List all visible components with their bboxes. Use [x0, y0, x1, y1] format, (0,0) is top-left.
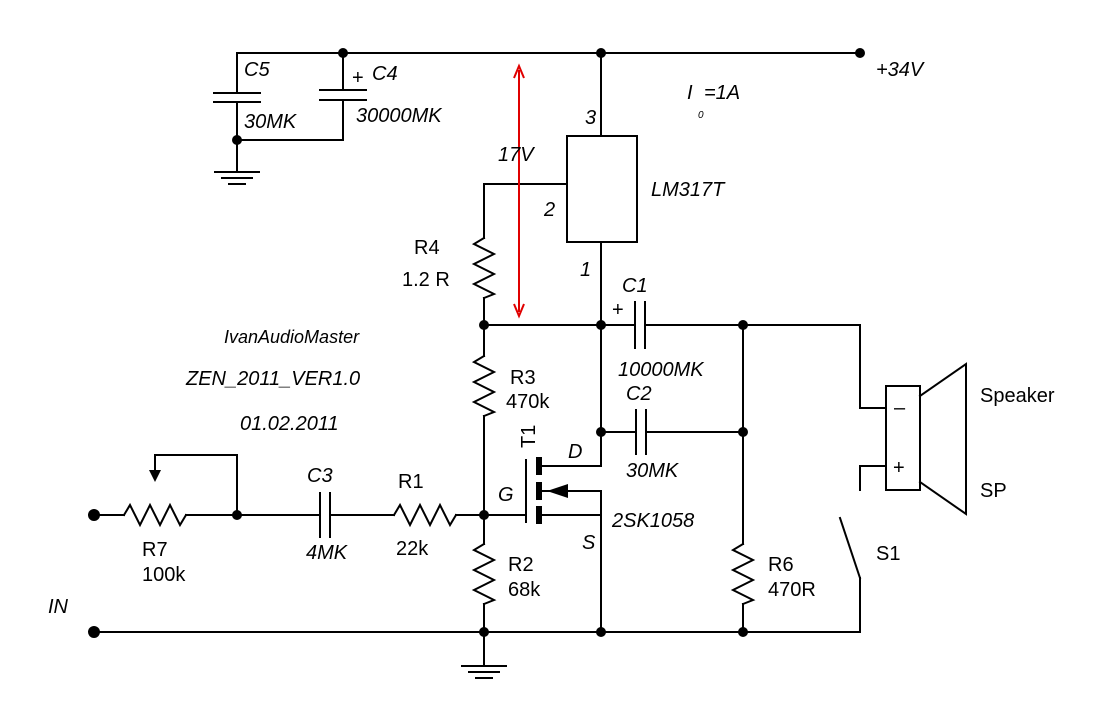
speaker-wiring — [859, 324, 887, 491]
credits-date: 01.02.2011 — [240, 413, 339, 435]
c5-value: 30MK — [244, 111, 298, 133]
r7-value: 100k — [142, 564, 186, 586]
resistor-r3 — [471, 324, 497, 516]
voltage-drop-label: 17V — [498, 144, 535, 166]
regulator-lm317t — [483, 52, 638, 326]
regulator-name: LM317T — [651, 179, 726, 201]
switch-name: S1 — [876, 543, 900, 565]
r7-name: R7 — [142, 539, 168, 561]
r6-value: 470R — [768, 579, 816, 601]
r3-name: R3 — [510, 367, 536, 389]
c3-value: 4MK — [306, 542, 349, 564]
svg-text:0: 0 — [698, 110, 704, 121]
speaker-ref: SP — [980, 480, 1007, 502]
c3-name: C3 — [307, 465, 333, 487]
credits-author: IvanAudioMaster — [224, 327, 360, 347]
potentiometer-r7 — [122, 454, 242, 528]
t1-name: T1 — [518, 425, 540, 448]
supply-rail — [236, 48, 865, 58]
output-node — [479, 320, 636, 330]
regulator-pin3: 3 — [585, 107, 596, 129]
capacitor-c2 — [600, 409, 748, 455]
t1-part: 2SK1058 — [611, 510, 694, 532]
speaker-minus: – — [894, 397, 906, 419]
credits-project: ZEN_2011_VER1.0 — [185, 368, 360, 390]
mosfet-t1 — [483, 457, 602, 633]
speaker-name: Speaker — [980, 385, 1055, 407]
r4-name: R4 — [414, 237, 440, 259]
input-terminal — [88, 509, 125, 521]
r3-value: 470k — [506, 391, 550, 413]
capacitor-c5 — [213, 52, 261, 141]
regulator-pin2: 2 — [543, 199, 555, 221]
r2-name: R2 — [508, 554, 534, 576]
t1-gate-label: G — [498, 484, 514, 506]
drain-wire — [541, 324, 606, 467]
c4-value: 30000MK — [356, 105, 443, 127]
regulator-pin1: 1 — [580, 259, 591, 281]
r2-value: 68k — [508, 579, 541, 601]
voltage-drop-arrow — [513, 63, 525, 319]
r4-value: 1.2 R — [402, 269, 450, 291]
c2-value: 30MK — [626, 460, 680, 482]
ground-rail — [88, 626, 861, 679]
resistor-r1 — [392, 502, 485, 528]
c1-polarity: + — [612, 299, 624, 321]
resistor-r4 — [471, 183, 497, 326]
c5-name: C5 — [244, 59, 270, 81]
capacitor-c4 — [319, 52, 367, 141]
speaker-icon — [885, 362, 967, 516]
r1-value: 22k — [396, 538, 429, 560]
c1-value: 10000MK — [618, 359, 705, 381]
svg-text:I: I — [687, 82, 693, 104]
speaker-plus: + — [893, 457, 905, 479]
capacitor-c3 — [236, 492, 395, 538]
resistor-r6 — [730, 324, 756, 633]
svg-text:=1A: =1A — [704, 82, 740, 104]
r1-name: R1 — [398, 471, 424, 493]
capacitor-c1 — [634, 301, 861, 349]
c2-name: C2 — [626, 383, 652, 405]
resistor-r2 — [471, 510, 497, 633]
top-ground — [214, 135, 344, 185]
t1-source-label: S — [582, 532, 596, 554]
current-label: I 0 =1A — [687, 82, 740, 121]
t1-drain-label: D — [568, 441, 582, 463]
c4-polarity: + — [352, 67, 364, 89]
supply-voltage-label: +34V — [876, 59, 925, 81]
r6-name: R6 — [768, 554, 794, 576]
input-label: IN — [48, 596, 69, 618]
c1-name: C1 — [622, 275, 648, 297]
c4-name: C4 — [372, 63, 398, 85]
switch-s1 — [838, 516, 862, 633]
